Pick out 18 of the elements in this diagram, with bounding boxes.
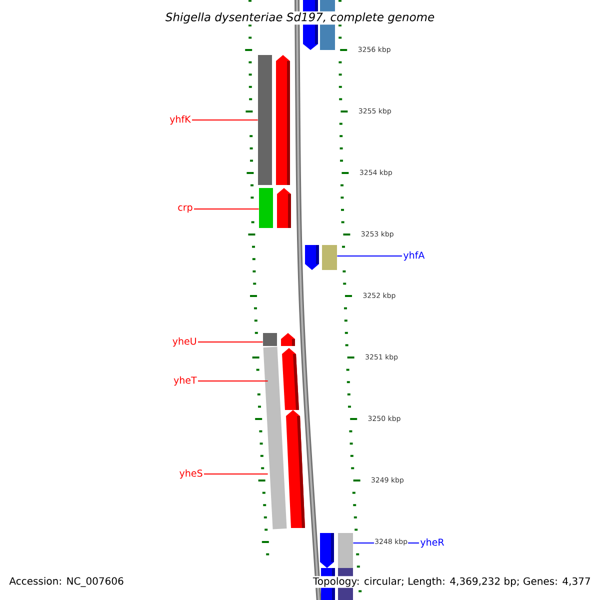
genome-info-text: Topology: circular; Length: 4,369,232 bp; Genes: 4,377 [312, 576, 592, 588]
gene-bar [322, 245, 337, 270]
gene-bar [263, 346, 287, 530]
gene-label: yheU [172, 337, 196, 347]
gene-label: crp [178, 205, 192, 213]
leader-line [194, 208, 260, 210]
leader-line [198, 380, 268, 382]
gene-label: yhfA [403, 251, 425, 261]
gene-label: yheS [180, 469, 202, 479]
gene-label: yheT [174, 376, 197, 386]
title: Shigella dysenteriae Sd197, complete genome [164, 11, 436, 25]
gene-bar [258, 55, 272, 185]
gene-bar [259, 188, 273, 228]
accession-text: Accession: NC_007606 [8, 576, 125, 588]
gene-bar [263, 333, 277, 346]
gene-bar [338, 533, 353, 568]
gene-label: yheR [420, 538, 444, 548]
gene-label: yhfK [170, 115, 191, 125]
